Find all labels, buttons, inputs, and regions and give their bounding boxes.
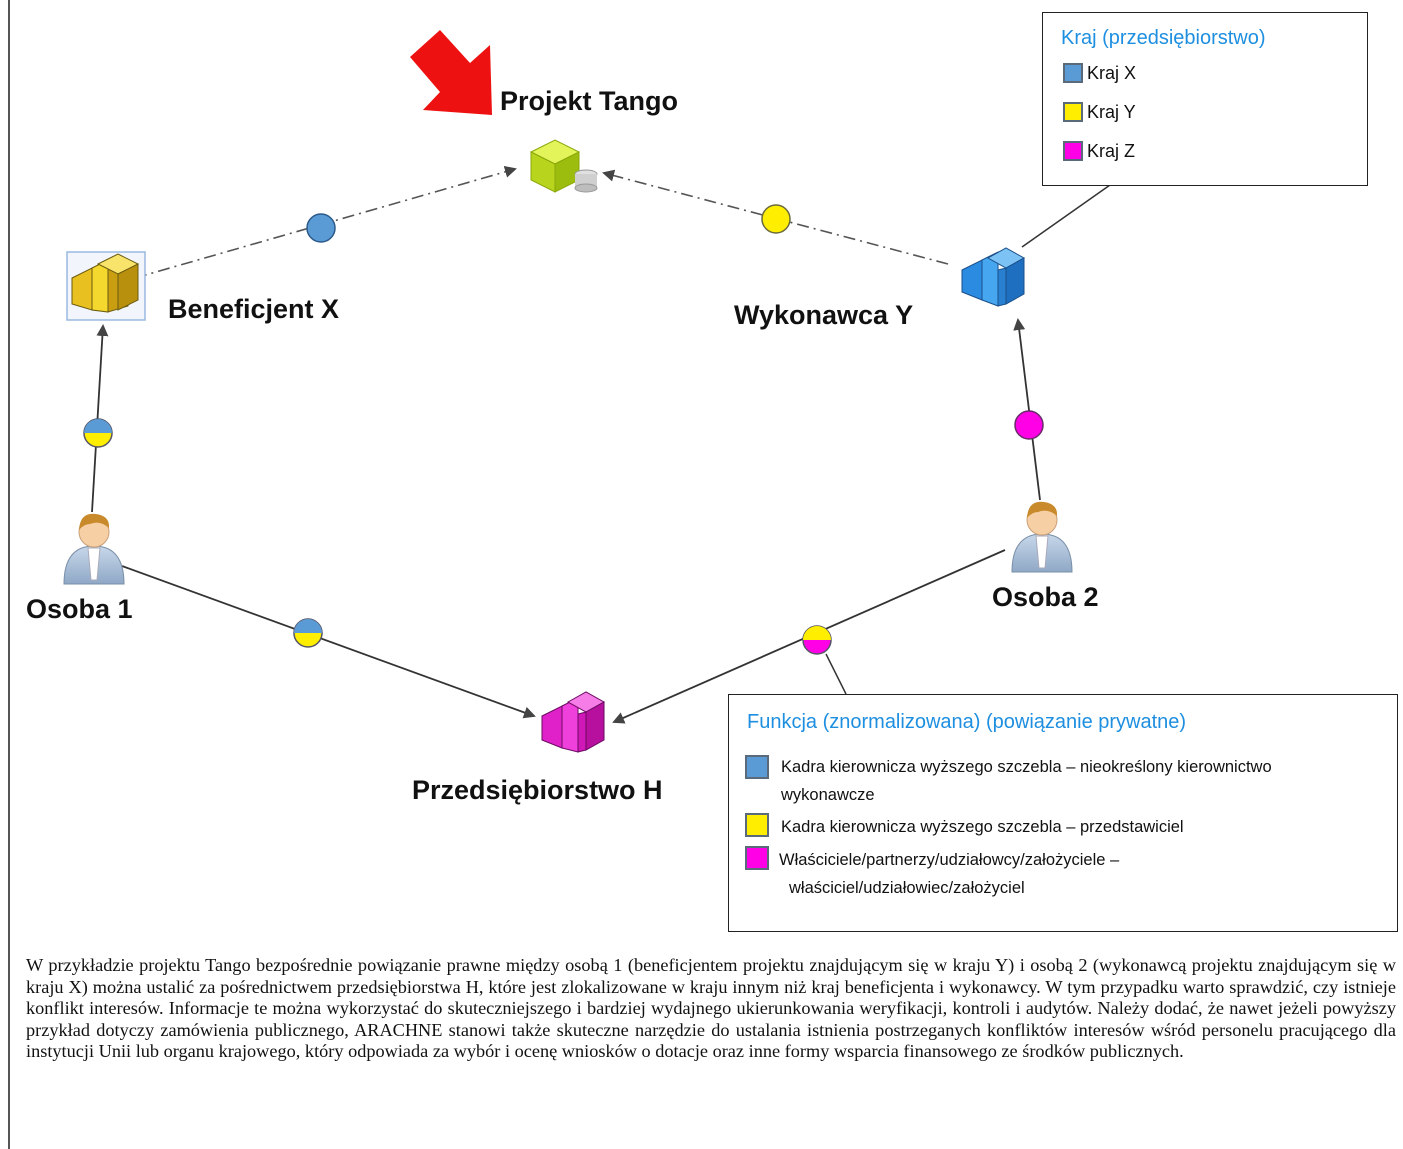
legend-function-item-line1: Kadra kierownicza wyższego szczebla – pr… <box>781 818 1184 836</box>
caption-paragraph: W przykładzie projektu Tango bezpośredni… <box>26 955 1396 1061</box>
edge-marker-yellow-magenta <box>802 625 832 655</box>
project-label: Projekt Tango <box>500 86 679 116</box>
contractor-building-icon <box>961 247 1026 307</box>
company-building-icon <box>541 691 606 753</box>
edge-person2-to-contractor <box>1013 318 1041 501</box>
legend-function-title: Funkcja (znormalizowana) (powiązanie pry… <box>747 711 1187 733</box>
swatch-yellow <box>1063 102 1083 122</box>
swatch-magenta <box>1063 141 1083 161</box>
legend-country-leader <box>1021 184 1111 248</box>
legend-function-item-line1: Właściciele/partnerzy/udziałowcy/założyc… <box>779 851 1120 869</box>
red-pointer-arrow-icon <box>410 30 492 115</box>
left-border-rule <box>8 0 10 1149</box>
edge-marker-magenta <box>1014 410 1044 440</box>
swatch-blue <box>745 755 769 779</box>
swatch-yellow <box>745 813 769 837</box>
network-diagram <box>63 30 1111 753</box>
legend-country-item-label: Kraj Y <box>1087 102 1136 122</box>
legend-country: Kraj (przedsiębiorstwo) Kraj X Kraj Y Kr… <box>1042 12 1368 186</box>
legend-function-item-line1: Kadra kierownicza wyższego szczebla – ni… <box>781 758 1272 776</box>
beneficiary-building-icon <box>66 251 146 321</box>
legend-country-title: Kraj (przedsiębiorstwo) <box>1061 27 1266 49</box>
beneficiary-label: Beneficjent X <box>168 294 340 324</box>
legend-function-item-line2: wykonawcze <box>781 786 875 804</box>
edge-marker-blue <box>306 213 336 243</box>
edge-marker-yellow <box>761 204 791 234</box>
edge-person1-to-company <box>121 565 536 719</box>
edge-marker-blue-yellow-1 <box>83 418 113 448</box>
legend-country-item: Kraj X <box>1063 63 1136 84</box>
legend-country-item: Kraj Y <box>1063 102 1136 123</box>
project-cube-icon <box>529 139 598 193</box>
legend-function: Funkcja (znormalizowana) (powiązanie pry… <box>728 694 1398 932</box>
company-label: Przedsiębiorstwo H <box>412 775 663 805</box>
swatch-blue <box>1063 63 1083 83</box>
legend-country-item-label: Kraj Z <box>1087 141 1136 161</box>
person1-avatar-icon <box>63 513 125 585</box>
legend-function-leader <box>825 653 847 695</box>
person2-avatar-icon <box>1011 501 1073 573</box>
legend-country-item-label: Kraj X <box>1087 63 1137 83</box>
person2-label: Osoba 2 <box>992 582 1099 612</box>
swatch-magenta <box>745 846 769 870</box>
legend-function-item-line2: właściciel/udziałowiec/założyciel <box>789 879 1025 897</box>
legend-country-item: Kraj Z <box>1063 141 1135 162</box>
contractor-label: Wykonawca Y <box>734 300 914 330</box>
edge-marker-blue-yellow-2 <box>293 618 323 648</box>
person1-label: Osoba 1 <box>26 594 133 624</box>
